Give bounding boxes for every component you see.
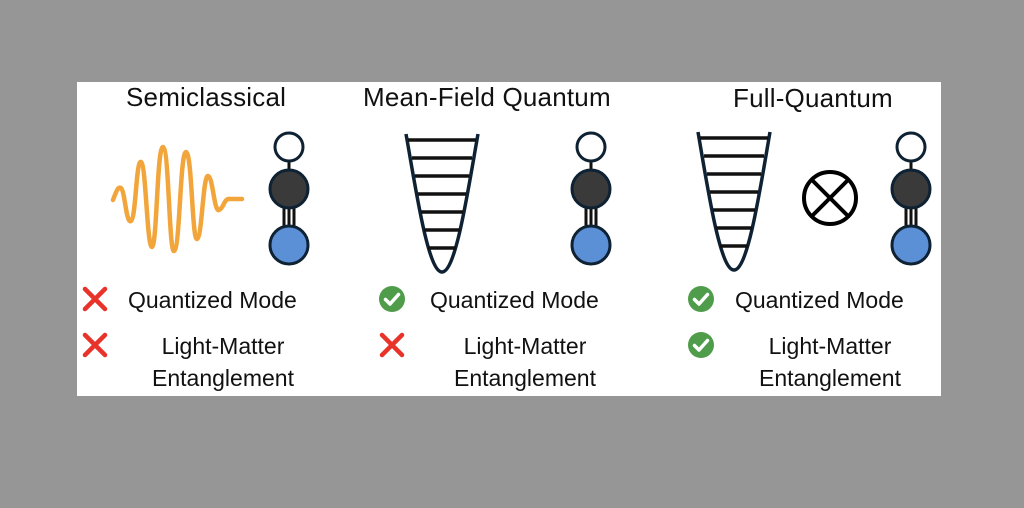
feature-quantized-mode: Quantized Mode bbox=[735, 287, 904, 313]
tensor-product-icon bbox=[802, 170, 858, 226]
feature-entanglement: Light-Matter Entanglement bbox=[735, 330, 925, 394]
status-icon-col1-entanglement bbox=[80, 330, 110, 360]
feature-label-line2: Entanglement bbox=[152, 365, 294, 391]
atom-nitrogen bbox=[570, 224, 612, 266]
atom-carbon bbox=[268, 168, 310, 210]
check-circle-icon bbox=[379, 286, 405, 312]
feature-entanglement: Light-Matter Entanglement bbox=[430, 330, 620, 394]
feature-quantized-mode: Quantized Mode bbox=[430, 287, 599, 313]
atom-carbon bbox=[890, 168, 932, 210]
figure-panel bbox=[77, 82, 941, 396]
status-icon-col2-quantized bbox=[377, 284, 407, 314]
status-icon-col2-entanglement bbox=[377, 330, 407, 360]
atom-hydrogen bbox=[575, 131, 607, 163]
title-full-quantum: Full-Quantum bbox=[733, 83, 893, 113]
title-mean-field-quantum: Mean-Field Quantum bbox=[363, 82, 611, 112]
title-semiclassical: Semiclassical bbox=[126, 82, 287, 112]
feature-label-line1: Light-Matter bbox=[161, 333, 285, 359]
harmonic-oscillator-icon bbox=[696, 131, 772, 272]
cross-icon bbox=[82, 332, 108, 358]
atom-nitrogen bbox=[890, 224, 932, 266]
atom-hydrogen bbox=[895, 131, 927, 163]
atom-hydrogen bbox=[273, 131, 305, 163]
status-icon-col3-quantized bbox=[686, 284, 716, 314]
feature-label-line2: Entanglement bbox=[759, 365, 901, 391]
feature-entanglement: Light-Matter Entanglement bbox=[128, 330, 318, 394]
status-icon-col1-quantized bbox=[80, 284, 110, 314]
status-icon-col3-entanglement bbox=[686, 330, 716, 360]
harmonic-oscillator-icon bbox=[404, 133, 480, 274]
check-circle-icon bbox=[688, 332, 714, 358]
feature-label-line1: Light-Matter bbox=[463, 333, 587, 359]
cross-icon bbox=[379, 332, 405, 358]
molecule-icon bbox=[890, 131, 932, 266]
atom-carbon bbox=[570, 168, 612, 210]
feature-quantized-mode: Quantized Mode bbox=[128, 287, 297, 313]
feature-label-line2: Entanglement bbox=[454, 365, 596, 391]
wave-packet-icon bbox=[110, 144, 245, 254]
check-circle-icon bbox=[688, 286, 714, 312]
molecule-icon bbox=[570, 131, 612, 266]
molecule-icon bbox=[268, 131, 310, 266]
atom-nitrogen bbox=[268, 224, 310, 266]
feature-label-line1: Light-Matter bbox=[768, 333, 892, 359]
cross-icon bbox=[82, 286, 108, 312]
